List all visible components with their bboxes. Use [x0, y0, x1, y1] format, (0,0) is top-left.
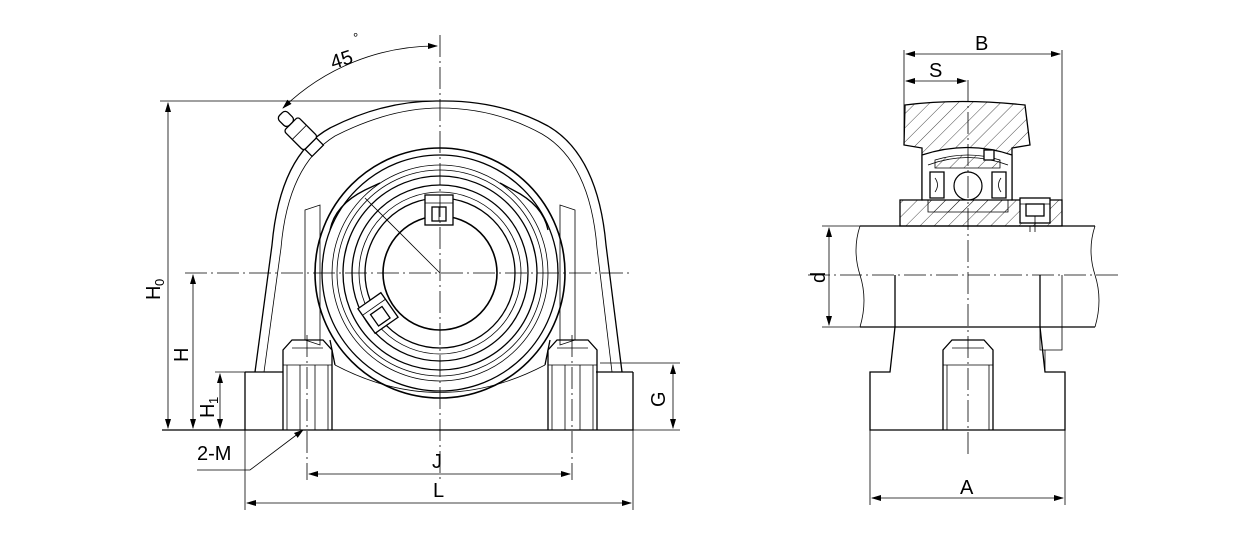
s-label: S — [929, 60, 942, 82]
side-housing-section — [899, 100, 1063, 227]
grease-nipple — [277, 110, 325, 158]
nipple-radial-line — [364, 197, 441, 274]
angle-label: 45 — [328, 46, 356, 74]
side-set-screw — [1019, 197, 1051, 232]
g-label: G — [648, 391, 670, 407]
l-label: L — [433, 480, 444, 502]
side-shaft — [855, 225, 1100, 328]
h0-subscript: 0 — [152, 279, 167, 286]
side-pedestal — [869, 275, 1066, 431]
h0-label: H — [143, 286, 165, 300]
front-bolt-right — [547, 339, 598, 430]
side-view: B S d A — [808, 33, 1120, 505]
angle-unit: ° — [353, 30, 358, 45]
h1-label: H — [197, 404, 219, 418]
angle-arc — [282, 42, 438, 109]
d-label: d — [808, 272, 830, 283]
h1-subscript: 1 — [206, 397, 221, 404]
front-set-screw-top — [424, 194, 454, 226]
b-label: B — [975, 33, 988, 55]
2m-leader — [197, 429, 304, 471]
h-label: H — [171, 348, 193, 362]
a-label: A — [960, 477, 974, 499]
front-base — [162, 371, 634, 431]
front-set-screw-angled — [357, 291, 399, 335]
2m-label: 2-M — [197, 443, 231, 465]
front-view: 45 ° H 0 H H 1 G 2-M J — [143, 30, 680, 510]
front-bolt-left — [282, 339, 333, 430]
j-label: J — [432, 451, 442, 473]
